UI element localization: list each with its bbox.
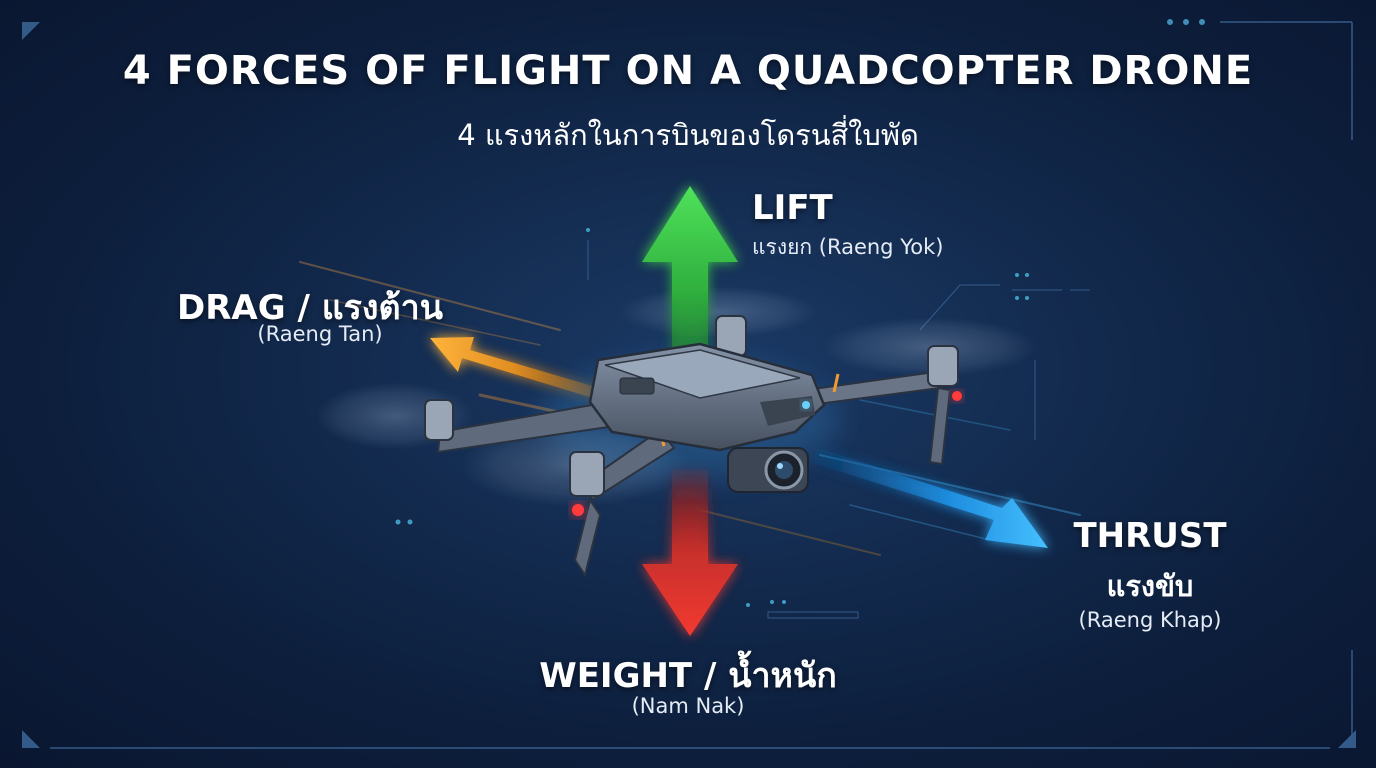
weight-label: WEIGHT / น้ำหนัก bbox=[539, 656, 837, 696]
page-subtitle: 4 แรงหลักในการบินของโดรนสี่ใบพัด bbox=[457, 118, 919, 152]
frame-border bbox=[22, 19, 1356, 749]
weight-arrow bbox=[642, 470, 738, 636]
thrust-sublabel: (Raeng Khap) bbox=[1078, 608, 1222, 632]
thrust-thai-label: แรงขับ bbox=[1106, 569, 1194, 603]
drag-sublabel: (Raeng Tan) bbox=[257, 322, 383, 346]
thrust-arrow bbox=[810, 448, 1048, 548]
lift-sublabel: แรงยก (Raeng Yok) bbox=[752, 235, 944, 259]
lift-label: LIFT bbox=[752, 188, 833, 228]
lift-arrow bbox=[642, 186, 738, 400]
drag-label: DRAG / แรงต้าน bbox=[177, 288, 443, 328]
thrust-label: THRUST bbox=[1073, 516, 1227, 556]
weight-sublabel: (Nam Nak) bbox=[631, 694, 745, 718]
tech-decorations bbox=[395, 228, 1090, 619]
page-title: 4 FORCES OF FLIGHT ON A QUADCOPTER DRONE bbox=[122, 48, 1254, 94]
quadcopter-drone-icon bbox=[424, 315, 962, 578]
